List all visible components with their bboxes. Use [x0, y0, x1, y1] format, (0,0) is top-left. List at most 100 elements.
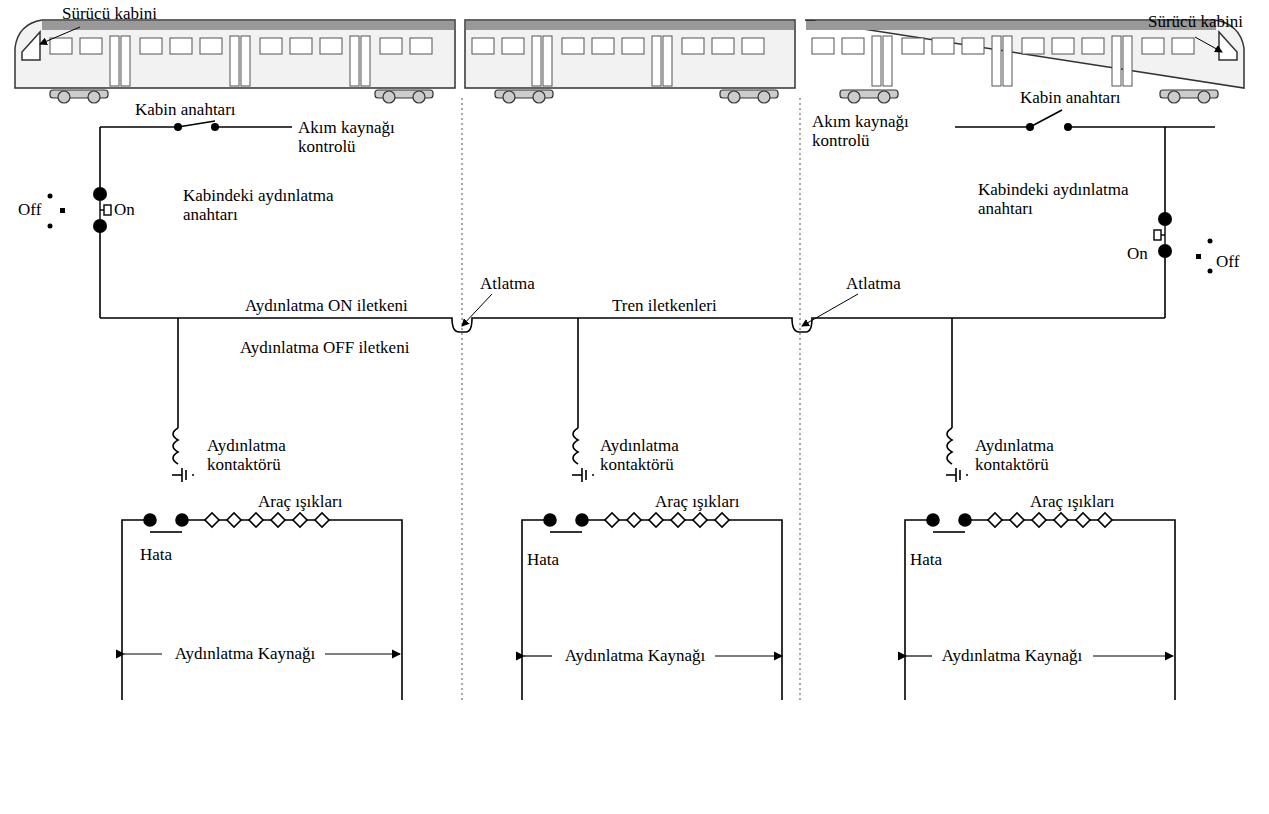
window [50, 38, 72, 54]
cab-leader [40, 27, 1222, 52]
fault-contact [544, 514, 556, 526]
window [562, 38, 584, 54]
label-text: Hata [910, 550, 942, 569]
door [110, 36, 119, 86]
window [380, 38, 402, 54]
vehicle-lamp [315, 513, 329, 527]
vehicle-lamp [605, 513, 619, 527]
label-text: Aydınlatma kontaktörü [600, 436, 705, 474]
window [682, 38, 704, 54]
label-text: Akım kaynağı kontrolü [298, 118, 408, 156]
label-text: Atlatma [846, 274, 901, 293]
wheel [503, 91, 515, 103]
door [241, 36, 250, 86]
label-text: Kabindeki aydınlatma anahtarı [978, 180, 1148, 218]
wheel [1198, 91, 1210, 103]
label-text: Aydınlatma OFF iletkeni [240, 338, 409, 357]
wheel [1168, 91, 1180, 103]
label-text: Aydınlatma kontaktörü [975, 436, 1080, 474]
vehicle-lamp [205, 513, 219, 527]
window [742, 38, 764, 54]
door [361, 36, 370, 86]
door [663, 36, 672, 86]
vehicle-lamp [1032, 513, 1046, 527]
door [883, 36, 892, 86]
contactor-contact [959, 470, 961, 480]
door [121, 36, 130, 86]
contactor-contact [585, 470, 587, 480]
vehicle-lamp [649, 513, 663, 527]
label-text: On [114, 200, 135, 219]
window [80, 38, 102, 54]
window [1022, 38, 1044, 54]
wheel [413, 91, 425, 103]
vehicle-lamp [671, 513, 685, 527]
door [350, 36, 359, 86]
contactor-contact [572, 474, 582, 476]
fault-contact [550, 531, 582, 533]
door [543, 36, 552, 86]
window [320, 38, 342, 54]
window [410, 38, 432, 54]
label-text: Sürücü kabini [62, 4, 157, 23]
window [472, 38, 494, 54]
lighting-circuit [122, 428, 1175, 700]
switch-contacts [48, 123, 1213, 274]
wiring [100, 110, 1215, 428]
vehicle-lamp [627, 513, 641, 527]
label-text: Tren iletkenleri [612, 296, 717, 315]
window [140, 38, 162, 54]
contactor-coil [573, 428, 578, 464]
vehicle-lamp [1054, 513, 1068, 527]
jumper-leader [462, 294, 858, 326]
window [1052, 38, 1074, 54]
contactor-contact [592, 474, 594, 476]
label-text: Kabin anahtarı [1020, 88, 1121, 107]
window [902, 38, 924, 54]
door [872, 36, 881, 86]
label-text: Kabin anahtarı [135, 100, 236, 119]
vehicle-lamp [293, 513, 307, 527]
label-text: Araç ışıkları [258, 492, 343, 511]
car-separator [462, 98, 800, 700]
vehicle-lamp [227, 513, 241, 527]
fault-contact [959, 514, 971, 526]
wheel [728, 91, 740, 103]
fault-contact [176, 514, 188, 526]
contactor-contact [192, 474, 194, 476]
wheel [878, 91, 890, 103]
wheel [88, 91, 100, 103]
vehicle-lamp [271, 513, 285, 527]
window [812, 38, 834, 54]
lighting-loop [122, 520, 402, 700]
lighting-loop [522, 520, 782, 700]
wheel [58, 91, 70, 103]
label-text: Atlatma [480, 274, 535, 293]
label-text: Sürücü kabini [1148, 12, 1243, 31]
window [1142, 38, 1164, 54]
vehicle-lamp [715, 513, 729, 527]
lighting-loop [905, 520, 1175, 700]
label-text: Araç ışıkları [655, 492, 740, 511]
label-text: Akım kaynağı kontrolü [812, 112, 922, 150]
fault-contact [933, 531, 965, 533]
contactor-contact [946, 474, 956, 476]
label-text: Off [18, 200, 41, 219]
vehicle-lamp [988, 513, 1002, 527]
wheel [848, 91, 860, 103]
label-text: Off [1216, 252, 1239, 271]
window [1082, 38, 1104, 54]
contactor-coil [173, 428, 178, 464]
label-text: Aydınlatma kontaktörü [207, 436, 312, 474]
door [1123, 36, 1132, 86]
window [1172, 38, 1194, 54]
window [712, 38, 734, 54]
door [1003, 36, 1012, 86]
label-text: Aydınlatma ON iletkeni [245, 296, 408, 315]
label-text: Araç ışıkları [1030, 492, 1115, 511]
window [170, 38, 192, 54]
window [842, 38, 864, 54]
window [260, 38, 282, 54]
contactor-coil [947, 428, 952, 464]
